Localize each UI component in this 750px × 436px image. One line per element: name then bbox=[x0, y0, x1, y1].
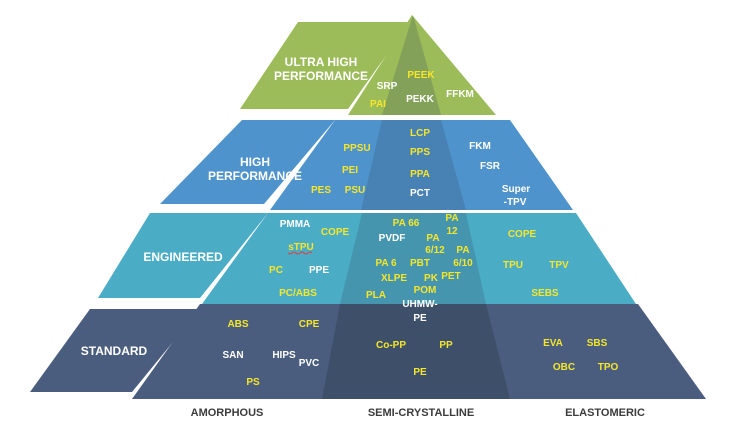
material-ffkm: FFKM bbox=[446, 89, 474, 100]
standard-materials: UHMW- PE ABS CPE SAN HIPS PVC PS Co-PP P… bbox=[222, 299, 618, 388]
high-left-face bbox=[160, 120, 335, 204]
material-tpo: TPO bbox=[598, 362, 619, 373]
ultra-ridge-shade bbox=[382, 15, 441, 115]
category-semi-crystalline: SEMI-CRYSTALLINE bbox=[368, 407, 474, 419]
tier-standard bbox=[30, 304, 706, 399]
ultra-materials: SRP PEEK PAI PEKK FFKM bbox=[370, 70, 474, 110]
standard-label: STANDARD bbox=[81, 344, 148, 358]
material-pk: PK bbox=[424, 273, 439, 284]
ultra-label-line2: PERFORMANCE bbox=[274, 69, 368, 83]
material-pai: PAI bbox=[370, 99, 386, 110]
material-pom: POM bbox=[414, 285, 437, 296]
standard-ridge-shade bbox=[322, 304, 510, 399]
material-eva: EVA bbox=[543, 338, 563, 349]
material-pps: PPS bbox=[410, 147, 430, 158]
category-elastomeric: ELASTOMERIC bbox=[565, 407, 645, 419]
material-pvdf: PVDF bbox=[379, 233, 406, 244]
material-ps: PS bbox=[246, 377, 260, 388]
material-super-tpv-line1: Super bbox=[502, 184, 530, 195]
material-pa12-line1: PA bbox=[445, 213, 458, 224]
material-pet: PET bbox=[441, 271, 460, 282]
material-pc: PC bbox=[269, 265, 283, 276]
tier-ultra-high-performance bbox=[240, 15, 496, 115]
material-pla: PLA bbox=[366, 290, 386, 301]
material-pa610-line1: PA bbox=[456, 245, 469, 256]
material-pmma: PMMA bbox=[280, 219, 311, 230]
material-pe: PE bbox=[413, 367, 427, 378]
high-right-face bbox=[270, 120, 573, 210]
ultra-label-line1: ULTRA HIGH bbox=[285, 55, 358, 69]
material-tpu: TPU bbox=[503, 260, 523, 271]
engineered-right-face bbox=[202, 213, 636, 304]
material-co-pp: Co-PP bbox=[376, 340, 406, 351]
material-obc: OBC bbox=[553, 362, 575, 373]
material-peek: PEEK bbox=[407, 70, 435, 81]
tier-high-performance bbox=[160, 120, 573, 210]
material-hips: HIPS bbox=[272, 350, 296, 361]
material-pa66: PA 66 bbox=[393, 218, 420, 229]
material-cope-elastomeric: COPE bbox=[508, 229, 537, 240]
material-xlpe: XLPE bbox=[381, 273, 407, 284]
material-cope-amorphous: COPE bbox=[321, 227, 350, 238]
stpu-spellcheck-underline bbox=[287, 251, 313, 255]
high-label-line1: HIGH bbox=[240, 155, 270, 169]
material-ppa: PPA bbox=[410, 169, 430, 180]
material-pp: PP bbox=[439, 340, 453, 351]
material-lcp: LCP bbox=[410, 128, 430, 139]
material-pvc: PVC bbox=[299, 358, 320, 369]
high-label-line2: PERFORMANCE bbox=[208, 169, 302, 183]
material-pa612-line1: PA bbox=[426, 233, 439, 244]
ultra-left-face bbox=[240, 22, 410, 109]
material-pa612-line2: 6/12 bbox=[425, 245, 445, 256]
material-sebs: SEBS bbox=[531, 288, 559, 299]
material-pa6: PA 6 bbox=[375, 258, 397, 269]
material-uhmw-pe-line1: UHMW- bbox=[402, 299, 437, 310]
material-super-tpv-line2: -TPV bbox=[504, 197, 527, 208]
material-pei: PEI bbox=[342, 165, 358, 176]
material-sbs: SBS bbox=[587, 338, 608, 349]
material-ppsu: PPSU bbox=[343, 143, 370, 154]
material-tpv: TPV bbox=[549, 260, 569, 271]
material-psu: PSU bbox=[345, 185, 366, 196]
material-pes: PES bbox=[311, 185, 331, 196]
material-uhmw-pe-line2: PE bbox=[413, 313, 427, 324]
material-srp: SRP bbox=[377, 81, 398, 92]
material-pa610-line2: 6/10 bbox=[453, 258, 473, 269]
standard-left-face bbox=[30, 309, 200, 392]
category-amorphous: AMORPHOUS bbox=[191, 407, 264, 419]
material-stpu: sTPU bbox=[288, 242, 314, 253]
material-pc-abs: PC/ABS bbox=[279, 288, 317, 299]
ultra-right-face bbox=[348, 15, 496, 115]
material-abs: ABS bbox=[227, 319, 248, 330]
tier-engineered bbox=[98, 213, 636, 304]
material-san: SAN bbox=[222, 350, 243, 361]
material-ppe: PPE bbox=[309, 265, 329, 276]
material-fsr: FSR bbox=[480, 161, 501, 172]
material-pa12-line2: 12 bbox=[446, 226, 458, 237]
high-materials: PPSU LCP PEI PPS FKM FSR PPA PES PSU PCT… bbox=[311, 128, 530, 208]
material-pbt: PBT bbox=[410, 258, 430, 269]
material-pct: PCT bbox=[410, 188, 430, 199]
material-cpe: CPE bbox=[299, 319, 320, 330]
material-fkm: FKM bbox=[469, 141, 491, 152]
engineered-ridge-shade bbox=[340, 213, 486, 304]
engineered-left-face bbox=[98, 213, 268, 298]
material-pekk: PEKK bbox=[406, 94, 435, 105]
engineered-materials: PMMA COPE sTPU PC PPE PC/ABS PA 66 PA 12… bbox=[269, 213, 569, 301]
engineered-label: ENGINEERED bbox=[143, 250, 223, 264]
high-ridge-shade bbox=[361, 120, 466, 210]
